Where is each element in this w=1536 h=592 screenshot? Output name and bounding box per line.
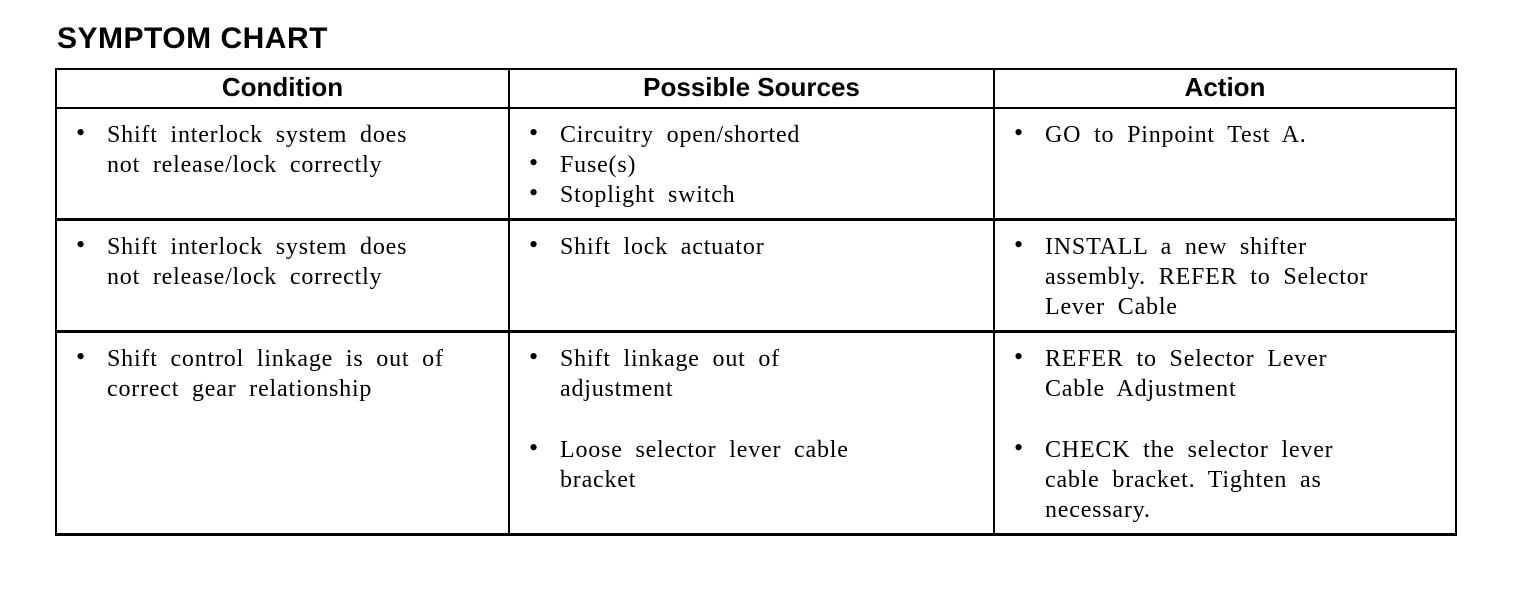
list-item: • CHECK the selector lever cable bracket… bbox=[995, 433, 1443, 525]
bullet-icon: • bbox=[1014, 118, 1024, 147]
column-header-possible-sources: Possible Sources bbox=[508, 68, 995, 109]
condition-list: • Shift interlock system does not releas… bbox=[57, 230, 496, 292]
bullet-icon: • bbox=[529, 118, 539, 147]
sources-list: • Shift lock actuator bbox=[510, 230, 981, 262]
table-row: • Shift interlock system does not releas… bbox=[55, 107, 1457, 221]
sources-cell: • Shift linkage out of adjustment • Loos… bbox=[508, 330, 995, 536]
sources-cell: • Shift lock actuator bbox=[508, 218, 995, 333]
column-header-condition: Condition bbox=[55, 68, 510, 109]
header-row: Condition Possible Sources Action bbox=[55, 68, 1457, 109]
action-text: GO to Pinpoint Test A. bbox=[1045, 122, 1307, 148]
action-list: • INSTALL a new shifter assembly. REFER … bbox=[995, 230, 1443, 322]
list-item: • GO to Pinpoint Test A. bbox=[995, 118, 1443, 150]
list-item: • Shift lock actuator bbox=[510, 230, 981, 262]
list-item: • Shift linkage out of adjustment bbox=[510, 342, 981, 404]
bullet-icon: • bbox=[529, 433, 539, 462]
bullet-icon: • bbox=[529, 148, 539, 177]
sources-list: • Circuitry open/shorted • Fuse(s) • Sto… bbox=[510, 118, 981, 210]
action-cell: • INSTALL a new shifter assembly. REFER … bbox=[993, 218, 1457, 333]
bullet-icon: • bbox=[529, 178, 539, 207]
bullet-icon: • bbox=[529, 342, 539, 371]
source-text: Circuitry open/shorted bbox=[560, 122, 801, 148]
bullet-icon: • bbox=[1014, 342, 1024, 371]
action-list: • GO to Pinpoint Test A. bbox=[995, 118, 1443, 150]
action-text: CHECK the selector lever cable bracket. … bbox=[1045, 437, 1334, 523]
condition-list: • Shift control linkage is out of correc… bbox=[57, 342, 496, 404]
sources-cell: • Circuitry open/shorted • Fuse(s) • Sto… bbox=[508, 107, 995, 221]
source-text: Shift linkage out of adjustment bbox=[560, 346, 780, 402]
page-title: SYMPTOM CHART bbox=[57, 22, 328, 55]
condition-cell: • Shift interlock system does not releas… bbox=[55, 218, 510, 333]
action-cell: • REFER to Selector Lever Cable Adjustme… bbox=[993, 330, 1457, 536]
list-item: • REFER to Selector Lever Cable Adjustme… bbox=[995, 342, 1443, 404]
bullet-icon: • bbox=[529, 230, 539, 259]
list-item: • Shift control linkage is out of correc… bbox=[57, 342, 496, 404]
list-item: • Loose selector lever cable bracket bbox=[510, 433, 981, 495]
list-item: • Circuitry open/shorted bbox=[510, 118, 981, 150]
action-text: INSTALL a new shifter assembly. REFER to… bbox=[1045, 234, 1369, 320]
source-text: Fuse(s) bbox=[560, 152, 637, 178]
source-text: Stoplight switch bbox=[560, 182, 736, 208]
source-text: Loose selector lever cable bracket bbox=[560, 437, 849, 493]
list-item: • Shift interlock system does not releas… bbox=[57, 230, 496, 292]
table-row: • Shift control linkage is out of correc… bbox=[55, 330, 1457, 536]
bullet-icon: • bbox=[1014, 433, 1024, 462]
condition-cell: • Shift interlock system does not releas… bbox=[55, 107, 510, 221]
action-text: REFER to Selector Lever Cable Adjustment bbox=[1045, 346, 1328, 402]
bullet-icon: • bbox=[76, 118, 86, 147]
symptom-chart-table: Condition Possible Sources Action • Shif… bbox=[55, 68, 1457, 536]
bullet-icon: • bbox=[1014, 230, 1024, 259]
condition-list: • Shift interlock system does not releas… bbox=[57, 118, 496, 180]
condition-cell: • Shift control linkage is out of correc… bbox=[55, 330, 510, 536]
condition-text: Shift control linkage is out of correct … bbox=[107, 346, 444, 402]
column-header-action: Action bbox=[993, 68, 1457, 109]
action-list: • REFER to Selector Lever Cable Adjustme… bbox=[995, 342, 1443, 525]
list-item: • Stoplight switch bbox=[510, 178, 981, 210]
condition-text: Shift interlock system does not release/… bbox=[107, 234, 408, 290]
bullet-icon: • bbox=[76, 230, 86, 259]
list-item: • Fuse(s) bbox=[510, 148, 981, 180]
action-cell: • GO to Pinpoint Test A. bbox=[993, 107, 1457, 221]
condition-text: Shift interlock system does not release/… bbox=[107, 122, 408, 178]
source-text: Shift lock actuator bbox=[560, 234, 765, 260]
list-item: • Shift interlock system does not releas… bbox=[57, 118, 496, 180]
table-row: • Shift interlock system does not releas… bbox=[55, 218, 1457, 333]
bullet-icon: • bbox=[76, 342, 86, 371]
sources-list: • Shift linkage out of adjustment • Loos… bbox=[510, 342, 981, 495]
list-item: • INSTALL a new shifter assembly. REFER … bbox=[995, 230, 1443, 322]
